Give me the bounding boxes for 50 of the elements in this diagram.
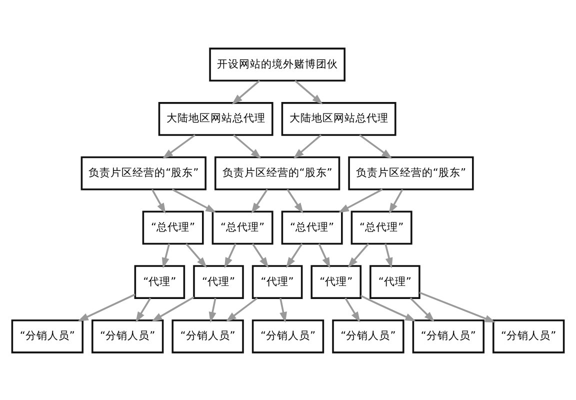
arrow [388, 188, 404, 214]
node-box: 负责片区经营的“股东” [348, 156, 474, 190]
arrow [232, 80, 260, 104]
node-box: “分销人员” [332, 318, 404, 353]
node-box: “分销人员” [252, 318, 324, 353]
arrow [151, 188, 166, 214]
node-box: “分销人员” [172, 318, 244, 353]
arrow [286, 242, 303, 268]
node-box: “总代理” [142, 210, 204, 244]
node-box: “分销人员” [11, 318, 84, 353]
arrow [286, 188, 304, 214]
arrow [186, 242, 207, 268]
arrow [151, 296, 194, 322]
node-box: “总代理” [212, 210, 274, 244]
node-box: 大陆地区网站总代理 [158, 102, 274, 136]
arrow [172, 188, 216, 212]
arrow [318, 242, 330, 268]
node-box: “代理” [193, 264, 244, 298]
node-box: 开设网站的境外赌博团伙 [209, 47, 346, 82]
node-box: “代理” [370, 264, 420, 298]
arrow [293, 134, 322, 158]
arrow [338, 188, 383, 212]
node-box: “分销人员” [412, 318, 484, 353]
node-box: “分销人员” [92, 318, 164, 353]
node-box: 负责片区经营的“股东” [80, 156, 206, 190]
node-box: “总代理” [350, 210, 412, 244]
arrow [348, 242, 370, 268]
node-box: “分销人员” [492, 318, 565, 353]
node-box: “代理” [310, 264, 362, 298]
arrow [384, 243, 393, 268]
node-box: “代理” [134, 264, 186, 298]
arrow [251, 188, 268, 214]
arrow [294, 80, 323, 104]
node-box: “代理” [252, 264, 303, 298]
arrow [280, 297, 287, 322]
arrow [360, 294, 416, 321]
node-box: 负责片区经营的“股东” [214, 156, 340, 190]
arrow [162, 243, 170, 268]
arrow [224, 242, 236, 268]
arrow [78, 293, 136, 321]
arrow [208, 297, 216, 322]
arrow [226, 296, 258, 322]
arrow [136, 297, 152, 322]
arrow [252, 242, 269, 268]
arrow [410, 297, 435, 322]
node-box: “总代理” [281, 210, 343, 244]
arrow [233, 134, 262, 158]
arrow [419, 291, 496, 322]
node-box: 大陆地区网站总代理 [281, 102, 396, 136]
arrow [344, 297, 360, 322]
